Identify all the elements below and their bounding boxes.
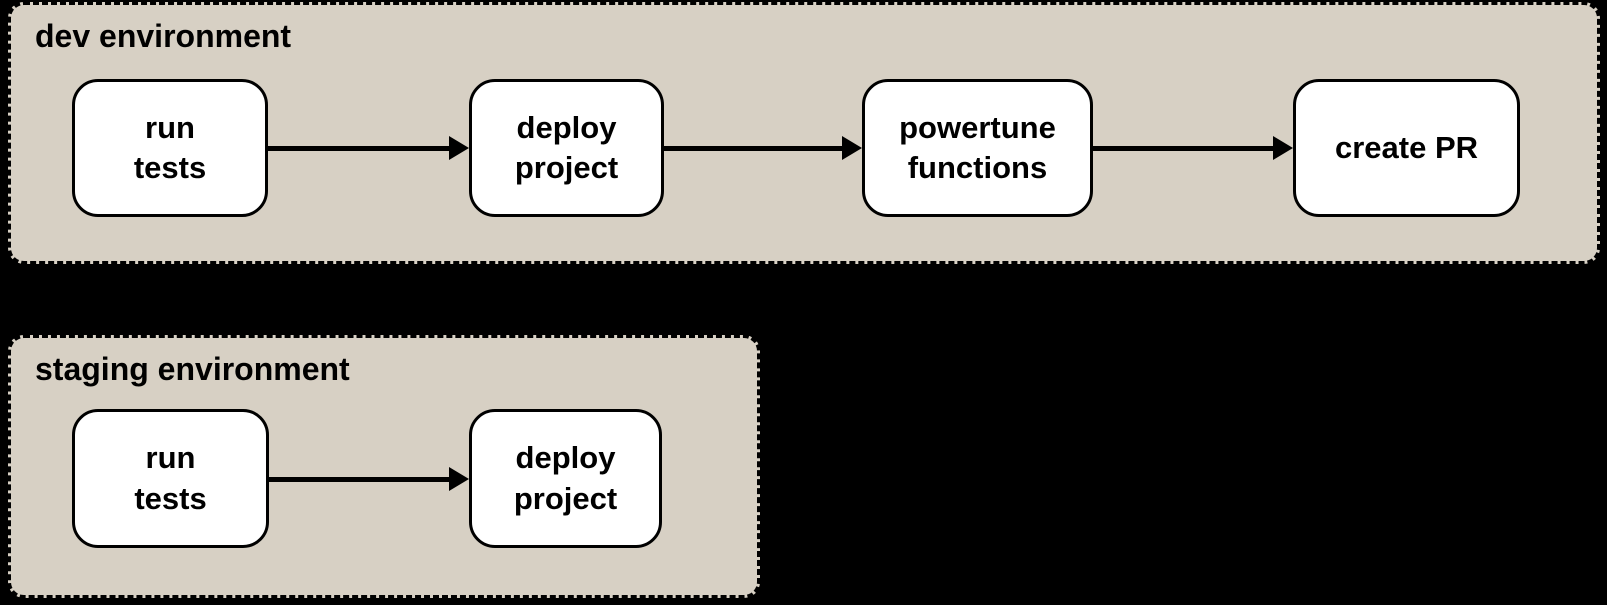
group-dev-environment: dev environment run tests deploy project… [8,2,1600,264]
node-label: create PR [1334,129,1479,165]
arrow-head-icon [449,136,469,160]
node-powertune-functions: powertune functions [862,79,1093,217]
group-title-dev: dev environment [35,18,292,54]
arrow-head-icon [449,467,469,491]
arrow-shaft [268,145,449,151]
node-run-tests-staging: run tests [72,409,269,548]
arrow-run-tests-to-deploy-project-staging [269,467,469,491]
arrow-run-tests-to-deploy-project [268,136,469,160]
arrow-deploy-project-to-powertune-functions [664,136,862,160]
node-run-tests: run tests [72,79,268,217]
node-label: powertune functions [899,109,1056,185]
node-label: run tests [133,109,207,185]
node-create-pr: create PR [1293,79,1520,217]
group-title-staging: staging environment [35,351,350,387]
node-label: run tests [134,440,207,516]
node-label: deploy project [514,109,619,185]
arrow-head-icon [1273,136,1293,160]
arrow-powertune-functions-to-create-pr [1093,136,1293,160]
node-deploy-project-staging: deploy project [469,409,662,548]
arrow-shaft [664,145,842,151]
group-staging-environment: staging environment run tests deploy pro… [8,335,760,598]
node-label: deploy project [513,440,618,516]
arrow-shaft [269,476,449,482]
arrow-head-icon [842,136,862,160]
arrow-shaft [1093,145,1273,151]
node-deploy-project: deploy project [469,79,664,217]
